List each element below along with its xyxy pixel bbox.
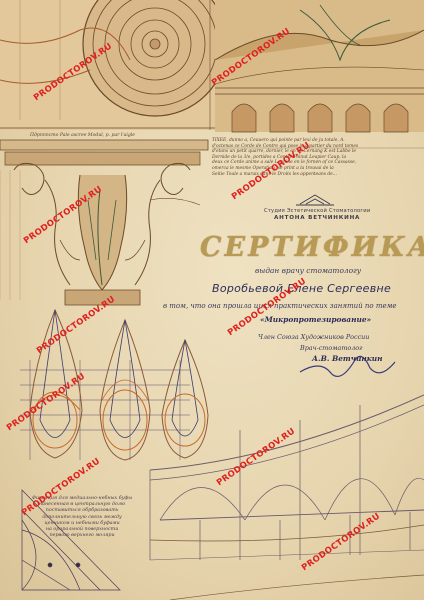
arch-perspective-drawing <box>149 394 424 600</box>
signature-name: А.В. Ветчинкин <box>312 354 383 363</box>
studio-logo <box>296 194 334 206</box>
side-note: Фиксация для медиально-небных буфы нанес… <box>32 496 133 539</box>
certificate-title: СЕРТИФИКАТ <box>200 232 424 263</box>
recipient-name: Воробьевой Елене Сергеевне <box>212 282 392 295</box>
geometry-diagram <box>21 489 121 591</box>
issued-to-line: выдан врачу стоматологу <box>255 266 362 275</box>
studio-name: АНТОНА ВЕТЧИНКИНА <box>274 215 361 221</box>
studio-line: Студия Эстетической Стоматологии <box>264 208 371 214</box>
ionic-volute-drawing <box>0 0 228 130</box>
signature-title-2: Врач-стоматолог <box>300 344 363 352</box>
background-latin-text: TIXEE, dunno a, Ceuuero qui pointe par l… <box>212 138 359 177</box>
tooth-sketches <box>20 308 209 461</box>
signature-scribble <box>299 355 396 378</box>
course-topic: «Микропротезирование» <box>260 315 372 324</box>
corinthian-capital-drawing <box>0 139 209 306</box>
signature-title-1: Член Союза Художников России <box>258 333 370 341</box>
cornice-drawing <box>214 0 424 133</box>
certificate-body: в том, что она прошла цикл практических … <box>163 302 397 310</box>
scale-note: Пдрпппсто Pale ascree Modul, p. par l'ai… <box>30 133 135 138</box>
